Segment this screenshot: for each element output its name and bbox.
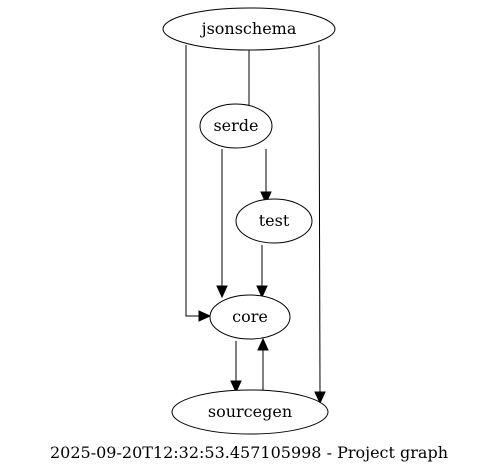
edge-test-core: [256, 245, 268, 299]
edge-serde-test: [260, 149, 272, 205]
edge-jsonschema-core: [185, 45, 212, 322]
edge-sourcegen-core: [257, 337, 269, 390]
node-sourcegen: sourcegen: [171, 389, 329, 435]
node-jsonschema: jsonschema: [162, 7, 336, 51]
node-serde-label: serde: [213, 116, 258, 135]
node-jsonschema-label: jsonschema: [200, 19, 297, 38]
node-core-label: core: [232, 307, 268, 326]
node-core: core: [209, 294, 291, 340]
node-serde: serde: [199, 103, 273, 149]
edge-serde-core: [216, 149, 228, 299]
edge-core-sourcegen: [230, 341, 242, 394]
graph-caption: 2025-09-20T12:32:53.457105998 - Project …: [50, 443, 448, 462]
node-test: test: [235, 198, 313, 244]
edge-jsonschema-sourcegen: [314, 44, 326, 405]
node-test-label: test: [259, 211, 290, 230]
node-sourcegen-label: sourcegen: [208, 402, 292, 421]
